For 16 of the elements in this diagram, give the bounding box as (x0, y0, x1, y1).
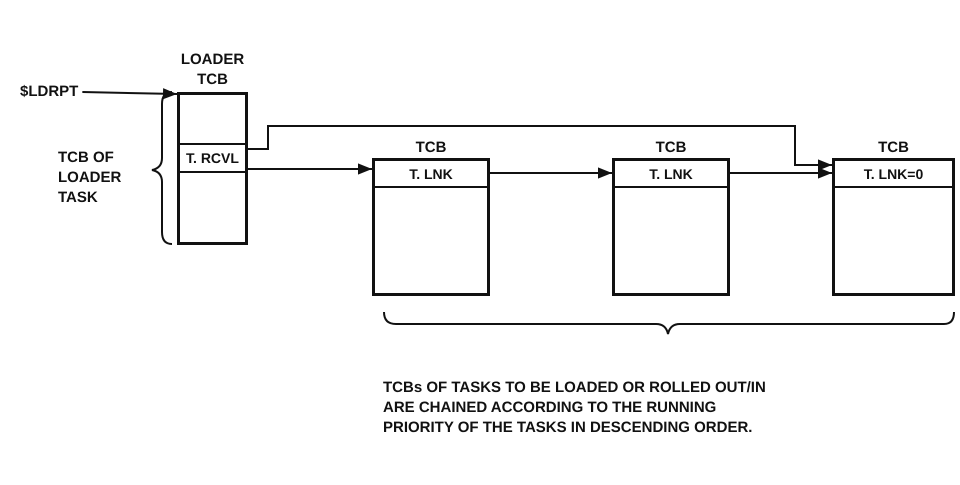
field-row: T. LNK (615, 161, 727, 188)
box-heading: TCB (877, 138, 910, 158)
box-heading: TCB (414, 138, 448, 158)
field-row: T. LNK (375, 161, 487, 188)
pointer-label: $LDRPT (20, 82, 78, 102)
arrow (490, 167, 612, 179)
arrow (248, 125, 832, 171)
side-note: TCB OF LOADER TASK (58, 148, 122, 208)
arrow (730, 167, 832, 179)
field-row: T. LNK=0 (835, 161, 952, 188)
box-heading: TCB (654, 138, 688, 158)
field-row: T. RCVL (180, 143, 245, 173)
arrow (248, 163, 372, 175)
note-text: TCBs OF TASKS TO BE LOADED OR ROLLED OUT/IN ARE CHAINED ACCORDING TO THE RUNNING PRIORITY OF THE TASKS IN DESCENDING ORDER. (383, 378, 767, 438)
box-heading: LOADER TCB (180, 50, 246, 90)
arrow (82, 88, 178, 100)
